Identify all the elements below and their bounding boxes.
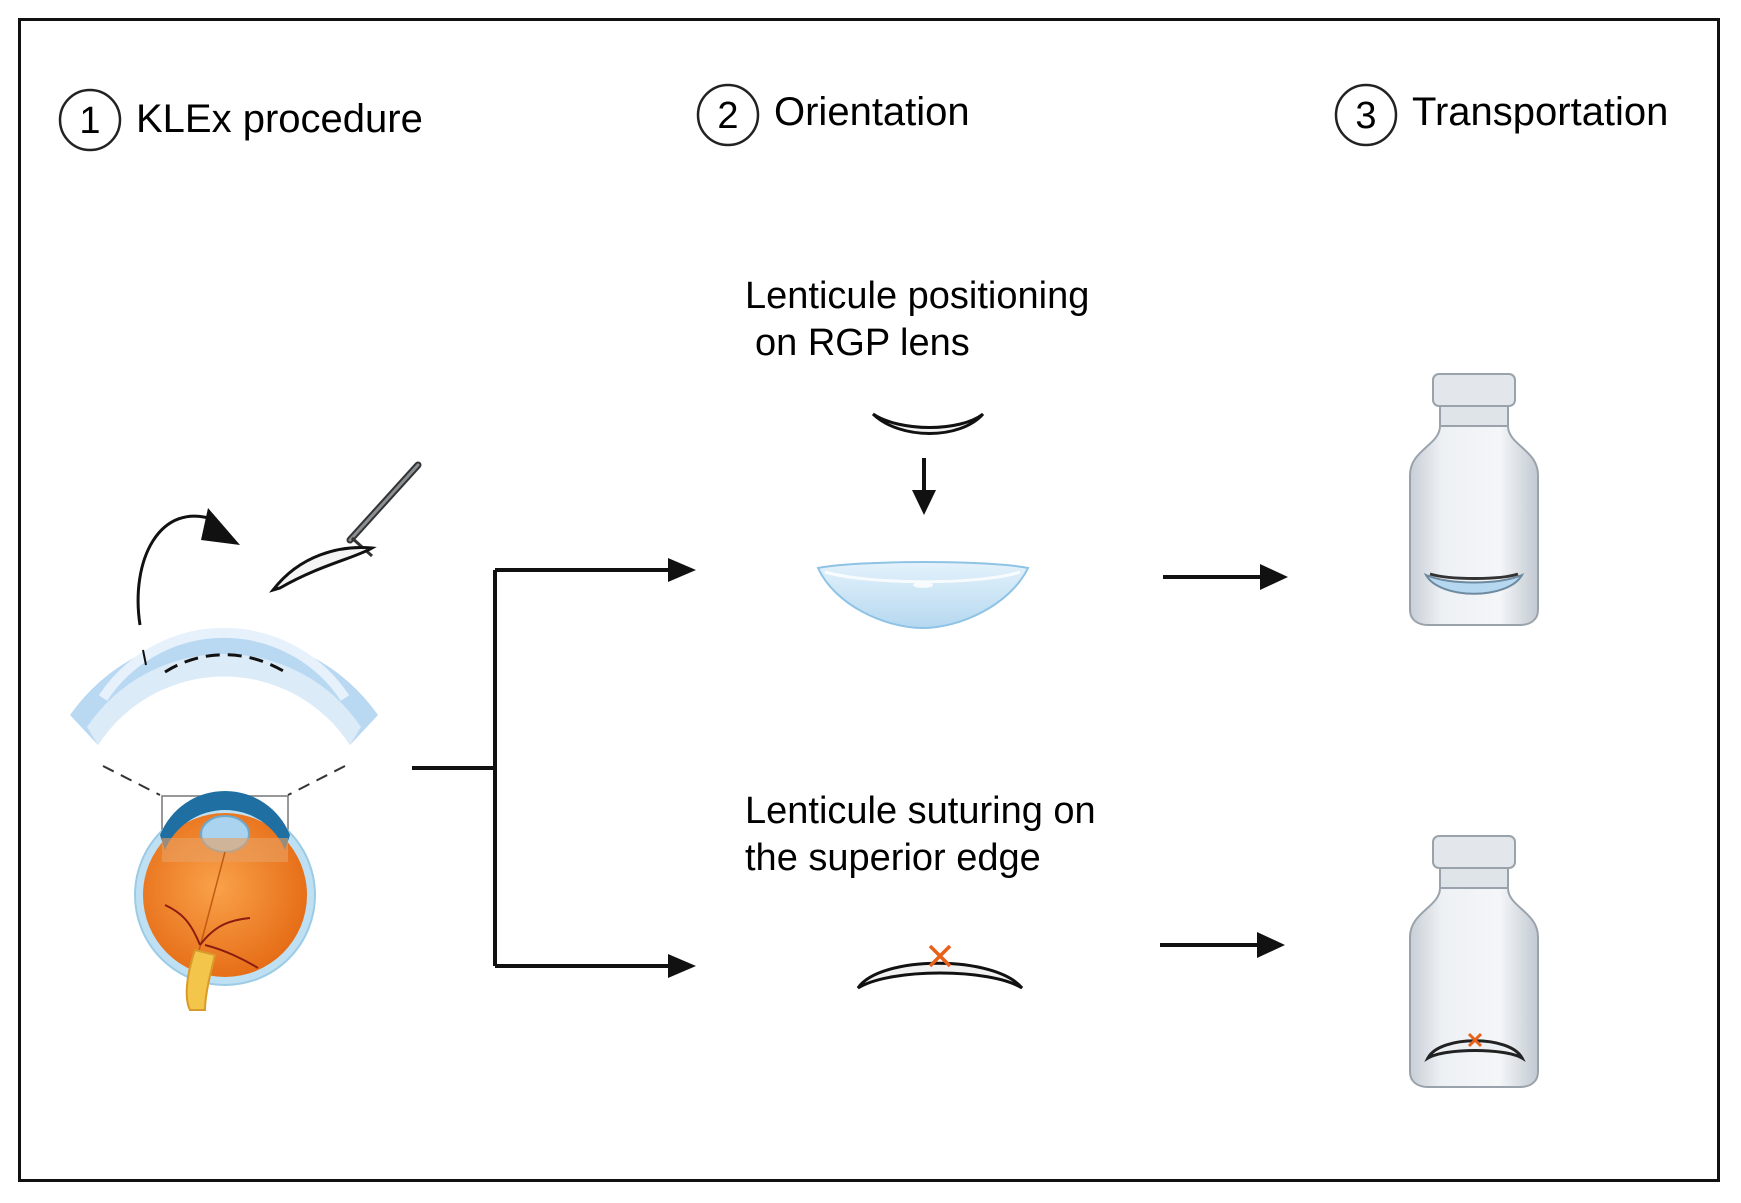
sutured-lenticule-icon [856,961,1024,990]
step-3-number-circle [1334,83,1398,147]
step-3-label: Transportation [1412,90,1668,134]
lenticule-icon [871,412,985,435]
branch-connector [412,558,696,978]
glass-vial-icon [1409,373,1539,626]
step-1-number: 1 [79,100,100,142]
curved-arrow-icon [136,508,240,626]
step-2-number: 2 [717,95,738,137]
down-arrow-icon [912,458,936,515]
bottom-caption-line-2: the superior edge [745,837,1041,879]
step-2-label: Orientation [774,90,970,134]
step-2-number-circle [696,83,760,147]
glass-vial-icon [1409,835,1539,1088]
cornea-arc-icon [70,627,378,745]
step-1-header: 1 KLEx procedure [58,88,423,152]
step-2-header: 2 Orientation [696,83,970,147]
arrow-to-vial-top [1163,564,1288,590]
step-3-number: 3 [1355,95,1376,137]
step-3-header: 3 Transportation [1334,83,1668,147]
top-caption-line-2: on RGP lens [755,322,970,364]
step-1-label: KLEx procedure [136,97,423,141]
forceps-icon [346,461,422,558]
top-branch-caption: Lenticule positioning on RGP lens [745,275,1089,364]
top-caption-line-1: Lenticule positioning [745,275,1089,317]
arrow-to-vial-bottom [1160,932,1285,958]
suture-x-mark-icon [928,944,952,968]
rgp-contact-lens-icon [816,561,1030,630]
extracted-lenticule-icon [269,546,377,593]
bottom-caption-line-1: Lenticule suturing on [745,790,1096,832]
eye-cross-section-icon [134,790,316,1011]
step-1-number-circle [58,88,122,152]
bottom-branch-caption: Lenticule suturing on the superior edge [745,790,1096,879]
